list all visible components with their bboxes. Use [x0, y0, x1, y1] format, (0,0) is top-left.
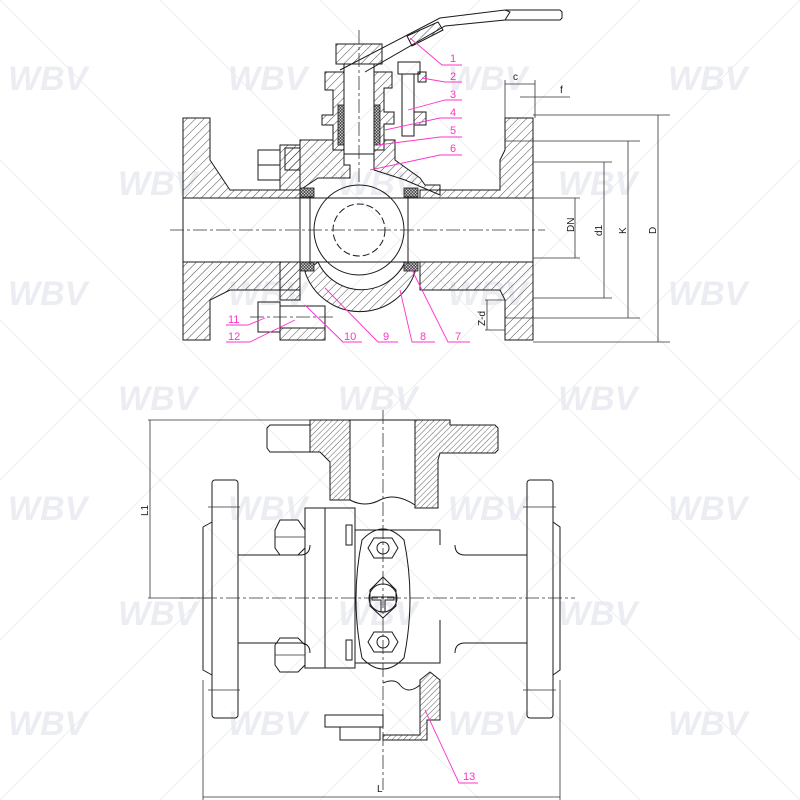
svg-text:K: K [618, 227, 629, 234]
svg-text:WBV: WBV [118, 380, 201, 418]
svg-text:Z-d: Z-d [477, 311, 488, 326]
gland-bolt [367, 537, 399, 559]
svg-text:1: 1 [450, 53, 456, 65]
svg-text:WBV: WBV [118, 595, 201, 633]
svg-text:WBV: WBV [8, 275, 91, 313]
dimension-lines [485, 80, 670, 343]
svg-text:WBV: WBV [668, 275, 751, 313]
svg-text:12: 12 [228, 331, 240, 343]
svg-text:WBV: WBV [448, 60, 531, 98]
svg-text:6: 6 [450, 143, 456, 155]
svg-text:13: 13 [463, 771, 475, 783]
svg-text:WBV: WBV [228, 60, 311, 98]
svg-text:11: 11 [228, 314, 239, 326]
svg-text:2: 2 [450, 71, 456, 83]
part-leaders [226, 37, 470, 343]
svg-text:WBV: WBV [448, 705, 531, 743]
svg-text:WBV: WBV [228, 705, 311, 743]
svg-text:WBV: WBV [8, 60, 91, 98]
svg-text:d1: d1 [594, 224, 605, 236]
svg-text:DN: DN [566, 218, 577, 232]
svg-text:WBV: WBV [668, 60, 751, 98]
svg-text:WBV: WBV [338, 380, 421, 418]
svg-text:WBV: WBV [8, 705, 91, 743]
svg-text:WBV: WBV [668, 490, 751, 528]
hex-bolt [274, 637, 306, 673]
svg-text:WBV: WBV [228, 490, 311, 528]
svg-text:WBV: WBV [558, 595, 641, 633]
exterior-view: L1 L 13 [140, 410, 575, 800]
svg-text:9: 9 [383, 331, 389, 343]
svg-text:10: 10 [344, 331, 356, 343]
svg-text:8: 8 [420, 331, 426, 343]
svg-text:L1: L1 [140, 504, 151, 516]
svg-text:3: 3 [450, 89, 456, 101]
svg-text:L: L [377, 784, 383, 795]
svg-text:D: D [648, 227, 659, 234]
svg-text:WBV: WBV [558, 165, 641, 203]
gland-bolt [367, 631, 399, 653]
svg-text:WBV: WBV [448, 490, 531, 528]
stem-head [368, 576, 398, 619]
section-view: c f DN d1 K D Z-d 1 2 3 4 5 6 7 8 9 [170, 9, 670, 343]
svg-text:WBV: WBV [668, 705, 751, 743]
svg-text:7: 7 [455, 331, 461, 343]
svg-text:4: 4 [450, 107, 456, 119]
svg-text:c: c [513, 72, 518, 83]
hex-bolt [274, 519, 306, 556]
svg-text:WBV: WBV [8, 490, 91, 528]
svg-text:5: 5 [450, 125, 456, 137]
svg-text:f: f [560, 85, 563, 96]
svg-text:WBV: WBV [558, 380, 641, 418]
